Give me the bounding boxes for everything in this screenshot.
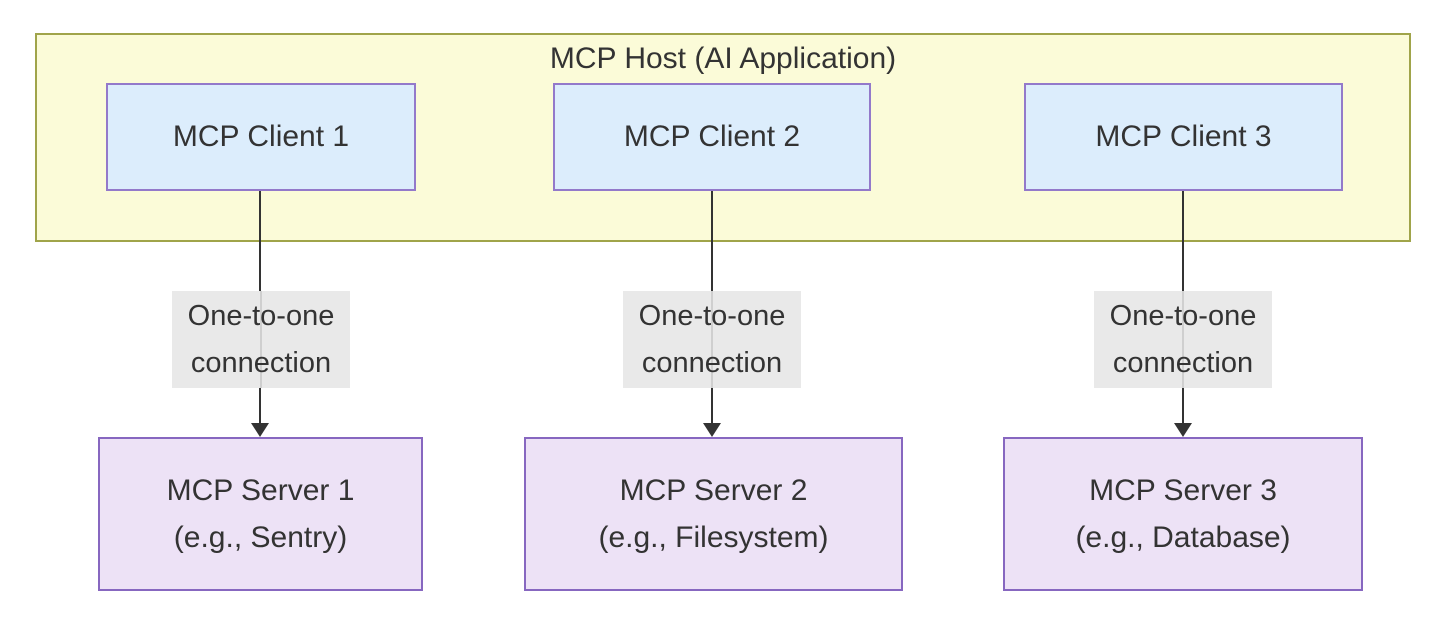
mcp-server-2-node: MCP Server 2 (e.g., Filesystem) [524, 437, 903, 591]
mcp-server-3-name: MCP Server 3 [1089, 474, 1277, 507]
mcp-server-1-node: MCP Server 1 (e.g., Sentry) [98, 437, 423, 591]
mcp-client-3-node: MCP Client 3 [1024, 83, 1343, 191]
mcp-host-title: MCP Host (AI Application) [549, 42, 897, 75]
mcp-client-3-label: MCP Client 3 [1095, 120, 1272, 153]
mcp-server-2-example: (e.g., Filesystem) [598, 521, 829, 554]
edge-line-through-label [711, 291, 713, 388]
arrowhead-icon [703, 423, 721, 437]
arrowhead-icon [1174, 423, 1192, 437]
connection-label-2: One-to-one connection [623, 291, 801, 388]
mcp-server-3-node: MCP Server 3 (e.g., Database) [1003, 437, 1363, 591]
edge-line-through-label [260, 291, 262, 388]
edge-line-through-label [1182, 291, 1184, 388]
mcp-server-1-name: MCP Server 1 [166, 474, 355, 507]
arrowhead-icon [251, 423, 269, 437]
connection-label-3: One-to-one connection [1094, 291, 1272, 388]
mcp-client-1-label: MCP Client 1 [172, 120, 350, 153]
mcp-client-1-node: MCP Client 1 [106, 83, 416, 191]
mcp-server-3-example: (e.g., Database) [1075, 521, 1291, 554]
mcp-client-2-label: MCP Client 2 [623, 120, 801, 153]
mcp-server-1-example: (e.g., Sentry) [173, 521, 348, 554]
connection-label-1: One-to-one connection [172, 291, 350, 388]
mcp-client-2-node: MCP Client 2 [553, 83, 871, 191]
mcp-server-2-name: MCP Server 2 [619, 474, 808, 507]
